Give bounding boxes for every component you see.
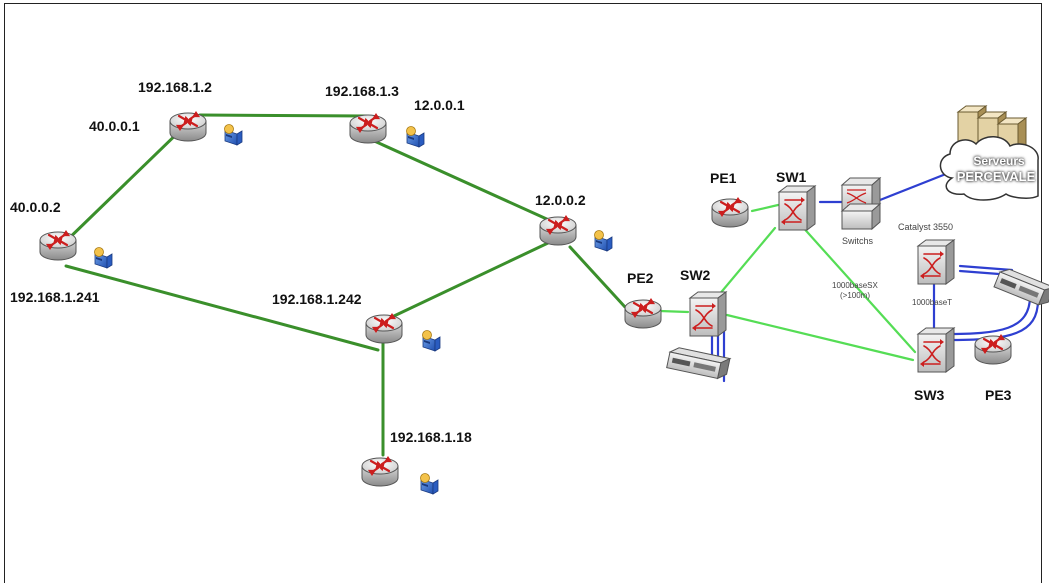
router-192-168-1-242[interactable]: [364, 313, 441, 352]
label-1000basesx-line2: (>100m): [840, 291, 871, 300]
link-192-168-1-241-to-192-168-1-242: [64, 264, 380, 352]
switch-catalyst-3550[interactable]: [917, 239, 955, 285]
link-switchs-to-cloud: [878, 168, 958, 202]
label-40-0-0-2: 40.0.0.2: [10, 199, 61, 215]
label-192-168-1-2: 192.168.1.2: [138, 79, 212, 95]
switch-sw2[interactable]: [689, 291, 727, 337]
switch-sw3[interactable]: [917, 327, 955, 373]
label-192-168-1-242: 192.168.1.242: [272, 291, 362, 307]
computer-icon: [422, 330, 441, 352]
rack-switch-sw2[interactable]: [666, 346, 732, 380]
label-pe1: PE1: [710, 170, 737, 186]
link-sw1-to-sw3: [798, 222, 917, 354]
switch-sw1[interactable]: [778, 185, 816, 231]
links-provider: [658, 203, 917, 362]
router-40-0-0-2[interactable]: [38, 230, 113, 269]
switch-icon: [778, 185, 816, 231]
computer-icon: [420, 473, 439, 495]
switch-icon: [917, 239, 955, 285]
links-left-network: [58, 113, 627, 457]
router-pe1[interactable]: [710, 197, 750, 229]
cloud-icon[interactable]: [939, 136, 1039, 201]
router-192-168-1-3[interactable]: [348, 113, 425, 148]
router-icon: [168, 111, 208, 143]
label-sw2: SW2: [680, 267, 711, 283]
link-40-0-0-2-to-40-0-0-1: [58, 121, 190, 249]
switchs-stack[interactable]: [840, 176, 882, 231]
router-192-168-1-2[interactable]: [168, 111, 243, 146]
label-192-168-1-241: 192.168.1.241: [10, 289, 100, 305]
computer-icon: [594, 230, 613, 252]
cloud-label-line2: PERCEVALE: [956, 169, 1036, 184]
label-192-168-1-18: 192.168.1.18: [390, 429, 472, 445]
link-192-168-1-2-to-192-168-1-3: [198, 113, 370, 118]
computer-icon: [94, 247, 113, 269]
switch-icon: [917, 327, 955, 373]
router-12-0-0-2[interactable]: [538, 215, 613, 252]
link-12-0-0-2-to-pe2: [568, 245, 627, 309]
label-sw1: SW1: [776, 169, 807, 185]
router-icon: [364, 313, 404, 345]
label-40-0-0-1: 40.0.0.1: [89, 118, 140, 134]
link-pe1-to-sw1: [750, 203, 780, 213]
router-icon: [360, 456, 400, 488]
router-pe2[interactable]: [623, 298, 663, 330]
label-12-0-0-2: 12.0.0.2: [535, 192, 586, 208]
router-icon: [973, 334, 1013, 366]
rack-switch-catalyst[interactable]: [993, 266, 1049, 307]
switch-icon: [840, 202, 882, 231]
router-icon: [348, 113, 388, 145]
link-sw2-to-sw1: [716, 226, 777, 298]
link-catalyst-to-stack-1: [958, 264, 1014, 272]
router-pe3[interactable]: [973, 334, 1013, 366]
router-192-168-1-18[interactable]: [360, 456, 439, 495]
label-1000baset: 1000baseT: [912, 298, 953, 307]
router-icon: [38, 230, 78, 262]
label-12-0-0-1: 12.0.0.1: [414, 97, 465, 113]
router-icon: [710, 197, 750, 229]
cloud-label-line1: Serveurs: [973, 154, 1025, 168]
label-pe2: PE2: [627, 270, 654, 286]
computer-icon: [224, 124, 243, 146]
router-icon: [623, 298, 663, 330]
label-192-168-1-3: 192.168.1.3: [325, 83, 399, 99]
link-sw2-to-sw3: [725, 313, 915, 362]
label-sw3: SW3: [914, 387, 945, 403]
link-192-168-1-242-to-12-0-0-2: [392, 241, 550, 318]
label-switchs: Switchs: [842, 236, 874, 246]
link-sw3-to-catalyst-stack-a: [943, 294, 1032, 336]
label-pe3: PE3: [985, 387, 1012, 403]
label-catalyst: Catalyst 3550: [898, 222, 954, 232]
label-1000basesx-line1: 1000baseSX: [832, 281, 878, 290]
link-pe2-to-sw2: [658, 309, 690, 314]
computer-icon: [406, 126, 425, 148]
switch-icon: [689, 291, 727, 337]
router-icon: [538, 215, 578, 247]
link-12-0-0-1-to-12-0-0-2: [370, 138, 562, 227]
link-sw3-to-catalyst-stack-b: [950, 298, 1040, 342]
